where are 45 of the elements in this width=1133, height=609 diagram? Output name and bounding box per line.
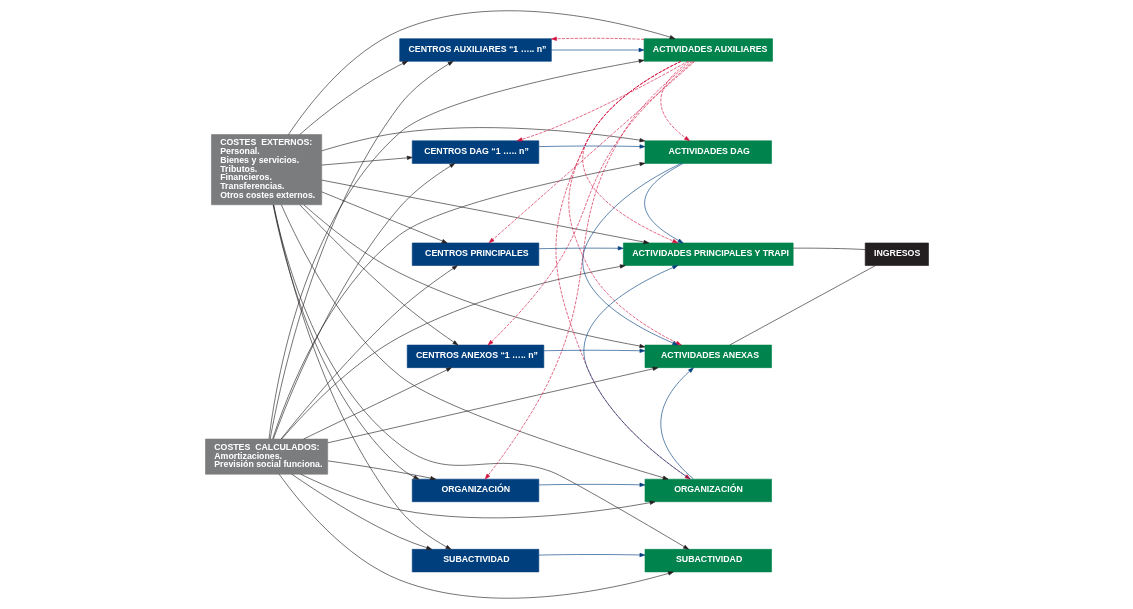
arrow xyxy=(280,265,458,440)
arrow xyxy=(272,163,455,440)
node-box: CENTROS DAG “1 ….. n” xyxy=(411,140,539,164)
arrow xyxy=(538,482,645,487)
arrow xyxy=(543,348,645,353)
node-box: ACTIVIDADES ANEXAS xyxy=(644,344,772,368)
node-box: ACTIVIDADES AUXILIARES xyxy=(643,38,773,62)
connector xyxy=(728,265,876,346)
node-box: CENTROS ANEXOS “1 ….. n” xyxy=(406,344,544,368)
arrow xyxy=(278,473,674,599)
arrow xyxy=(550,36,644,41)
arrow xyxy=(291,473,432,550)
node-box: SUBACTIVIDAD xyxy=(411,549,539,573)
node-box: SUBACTIVIDAD xyxy=(644,549,772,573)
arrow xyxy=(321,179,649,245)
node-box: ACTIVIDADES PRINCIPALES Y TRAPI xyxy=(622,242,793,266)
arrow xyxy=(272,204,689,550)
arrow xyxy=(538,552,645,558)
arrow xyxy=(320,191,447,244)
arrow xyxy=(271,162,645,440)
arrow xyxy=(299,473,655,519)
arrow xyxy=(280,204,668,480)
arrow xyxy=(327,460,436,481)
arrow xyxy=(320,155,413,166)
node-box: INGRESOS xyxy=(864,242,929,266)
node-box: ACTIVIDADES DAG xyxy=(644,140,772,164)
arrow xyxy=(299,204,458,346)
arrow xyxy=(303,204,645,349)
arrow xyxy=(268,59,644,440)
arrow xyxy=(550,47,644,53)
arrow xyxy=(538,246,623,251)
arrow xyxy=(281,264,626,440)
arrow xyxy=(269,61,453,440)
arrow xyxy=(299,61,408,135)
node-box: COSTES EXTERNOS: Personal. Bienes y servicios. Tributos. Financieros. Transferencias. Otros costes externos. xyxy=(210,134,322,206)
arrow xyxy=(583,265,690,480)
node-box: COSTES CALCULADOS: Amortizaciones. Previsión social funciona. xyxy=(204,438,328,475)
arrow xyxy=(660,367,694,480)
arrow xyxy=(326,366,658,444)
arrow xyxy=(287,10,675,135)
connector xyxy=(792,247,865,250)
arrow xyxy=(320,127,645,152)
node-box: CENTROS AUXILIARES “1 ….. n” xyxy=(398,38,552,62)
node-box: CENTROS PRINCIPALES xyxy=(411,242,539,266)
arrow xyxy=(302,367,452,440)
